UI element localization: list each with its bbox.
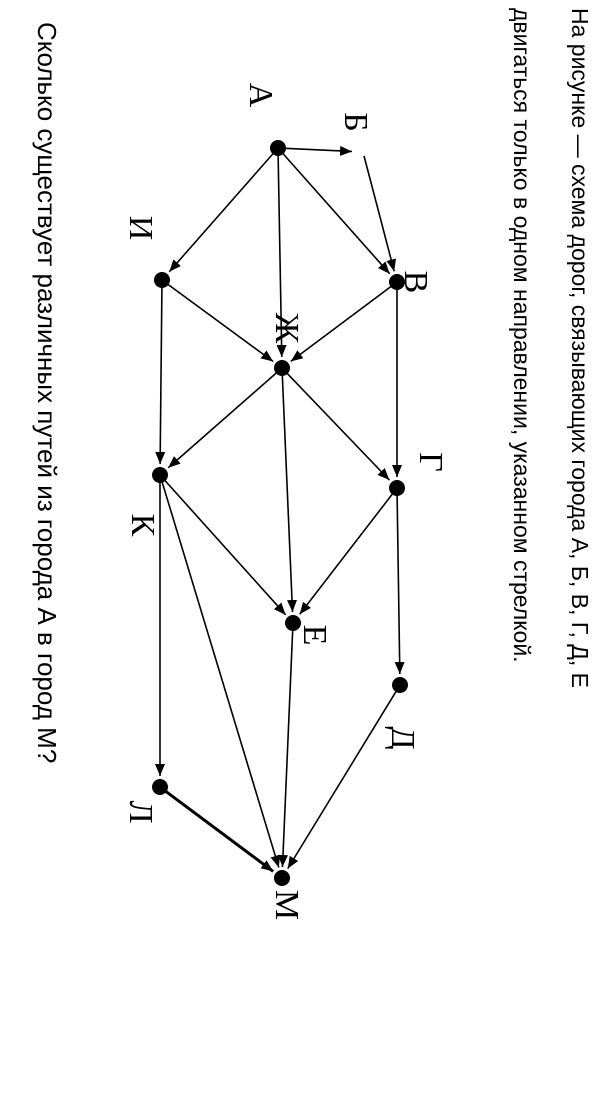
node-M [274,870,290,886]
node-I [154,272,170,288]
node-K [152,467,168,483]
node-A [270,140,286,156]
edge-A-V [280,150,391,275]
node-label-V: В [397,271,434,294]
node-V [389,274,405,290]
node-label-G: Г [412,452,449,472]
node-label-M: М [268,890,305,920]
node-label-B: Б [337,112,374,132]
edge-D-M [287,687,399,870]
edge-Zh-G [284,370,390,481]
edge-B-V [363,155,397,272]
edge-K-E [162,477,287,616]
edge-E-M [277,626,294,868]
node-G [389,480,405,496]
node-label-E: Е [296,625,333,646]
edge-A-I [168,150,276,273]
edge-G-D [394,491,405,675]
node-label-D: Д [384,726,421,749]
node-E [285,615,301,631]
node-label-A: А [242,83,279,108]
edge-G-E [299,490,396,615]
edge-I-K [155,283,166,465]
node-L [152,779,168,795]
node-Zh [274,360,290,376]
edge-L-M [162,788,275,873]
edge-Zh-E [281,371,298,613]
edge-I-Zh [164,281,274,363]
node-D [392,677,408,693]
edge-A-B [281,145,353,156]
edge-V-Zh [290,283,395,363]
node-label-I: И [122,216,159,241]
node-label-L: Л [122,800,159,823]
edge-Zh-K [167,370,280,469]
edge-A-Zh [276,151,287,358]
node-label-K: К [124,514,161,537]
edge-K-M [160,478,281,868]
node-label-Zh: Ж [268,313,305,344]
